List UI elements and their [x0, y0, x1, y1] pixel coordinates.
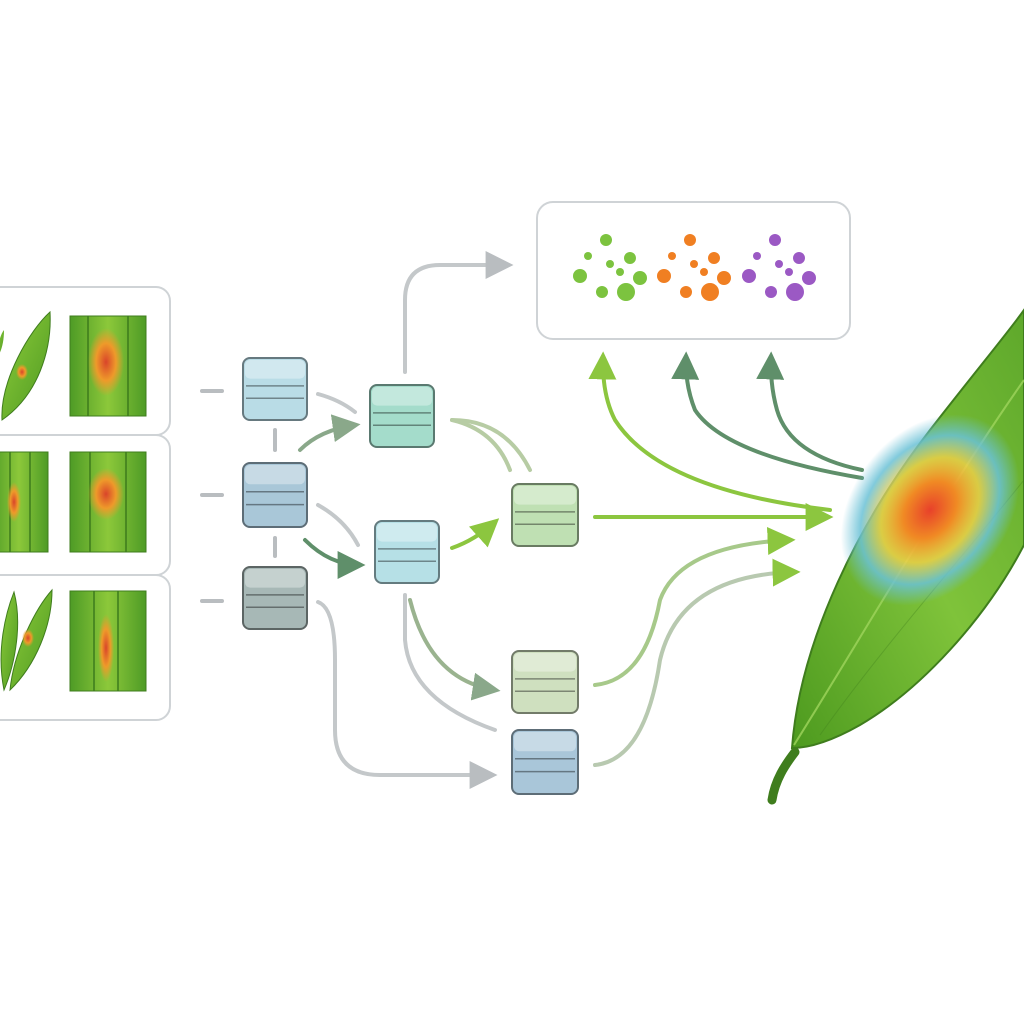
leaf-with-lesion-icon — [0, 310, 51, 421]
block-a2 — [242, 462, 308, 528]
block-b2 — [374, 520, 440, 584]
cluster-dot — [624, 252, 636, 264]
feature-blocks — [242, 357, 579, 795]
cluster-dot — [616, 268, 624, 276]
block-a3 — [242, 566, 308, 630]
cluster-dot — [684, 234, 696, 246]
cluster-dot — [584, 252, 592, 260]
block-c3 — [511, 729, 579, 795]
flow-arrows — [298, 251, 864, 789]
two-leaves-lesion-icon — [0, 588, 53, 692]
green-cluster — [573, 234, 647, 301]
cluster-dot — [573, 269, 587, 283]
block-a1 — [242, 357, 308, 421]
cluster-dot — [753, 252, 761, 260]
cluster-dot — [668, 252, 676, 260]
cluster-dot — [617, 283, 635, 301]
cluster-dot — [708, 252, 720, 264]
orange-cluster — [657, 234, 731, 301]
cluster-panel — [536, 201, 851, 340]
cluster-dot — [657, 269, 671, 283]
cluster-dot — [765, 286, 777, 298]
cluster-dot — [786, 283, 804, 301]
cluster-dot — [600, 234, 612, 246]
cluster-dot — [700, 268, 708, 276]
cluster-dot — [785, 268, 793, 276]
cluster-dot — [775, 260, 783, 268]
cluster-dot — [701, 283, 719, 301]
cluster-dot — [769, 234, 781, 246]
lesion-patch-icon — [69, 451, 147, 553]
cluster-dot — [717, 271, 731, 285]
cluster-dot — [742, 269, 756, 283]
cluster-dot — [793, 252, 805, 264]
lesion-patch-icon — [69, 315, 147, 417]
cluster-dot — [680, 286, 692, 298]
cluster-dots — [573, 234, 816, 301]
purple-cluster — [742, 234, 816, 301]
cluster-dot — [690, 260, 698, 268]
cluster-dot — [633, 271, 647, 285]
leaf-patch-icon — [0, 451, 49, 553]
heatmap-leaf-icon — [767, 308, 1024, 805]
block-c2 — [511, 650, 579, 714]
block-c1 — [511, 483, 579, 547]
block-b1 — [369, 384, 435, 448]
cluster-dot — [596, 286, 608, 298]
lesion-patch-icon — [69, 590, 147, 692]
cluster-dot — [802, 271, 816, 285]
input-panel — [0, 286, 171, 721]
input-connectors — [200, 389, 277, 603]
cluster-dot — [606, 260, 614, 268]
